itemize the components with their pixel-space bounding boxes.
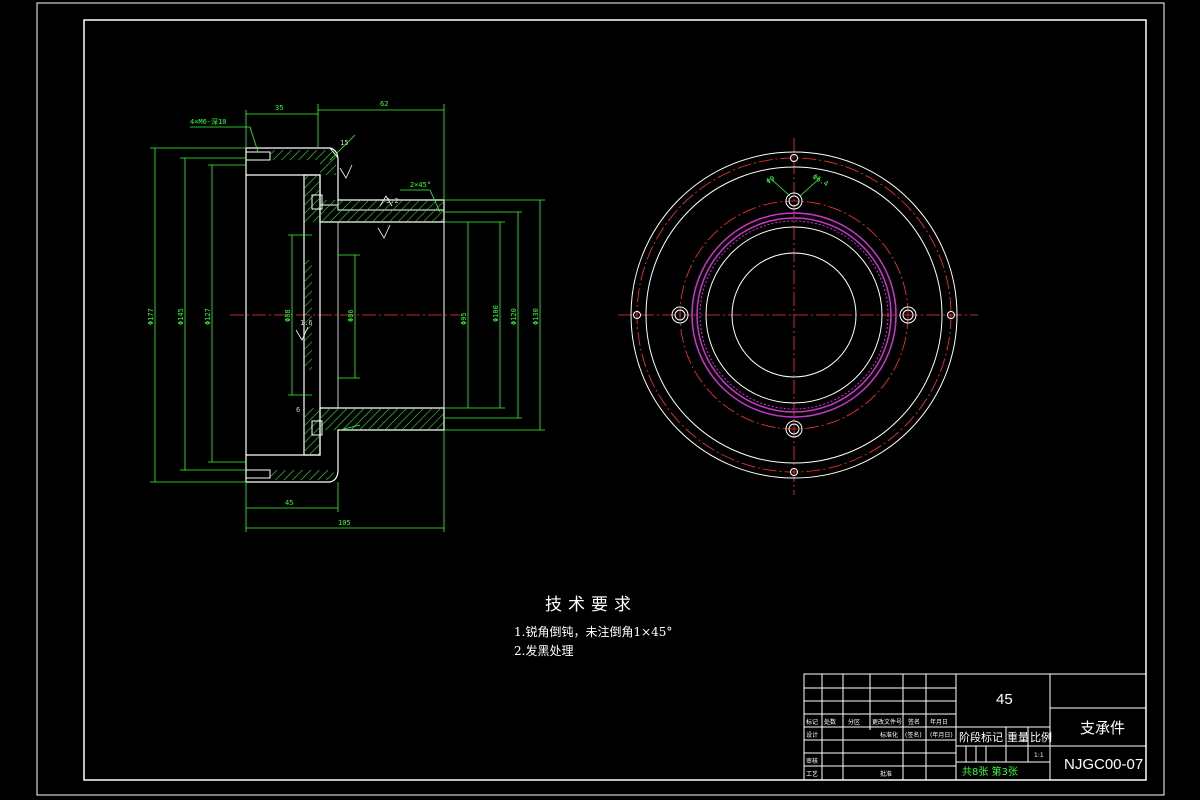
- tech-req-title: 技术要求: [545, 595, 637, 615]
- plan-view: Φ9 Φ6.4: [618, 138, 978, 495]
- hdr-count: 处数: [824, 718, 836, 726]
- dim-d95: Φ95: [460, 312, 468, 325]
- thread-circle-outer: [691, 212, 897, 418]
- hdr-mark: 标记: [806, 718, 818, 726]
- stage-mark: 阶段标记: [959, 730, 1003, 744]
- dim-d88: Φ88: [284, 309, 292, 322]
- dim-d127: Φ127: [204, 308, 212, 325]
- dim-105: 105: [338, 519, 351, 527]
- hdr-zone: 分区: [848, 718, 860, 726]
- slope-label: 15: [340, 139, 348, 147]
- hole-callout: 4×M6-深10: [190, 117, 227, 126]
- lbl-design: 设计: [806, 731, 818, 739]
- roughness-2: 1.6: [300, 319, 313, 327]
- ratio-label: 比例: [1030, 730, 1052, 744]
- outer-circle: [630, 151, 958, 479]
- dim-35: 35: [275, 104, 283, 112]
- bolt-circle-inner: [679, 200, 909, 430]
- plan-label-1: Φ9: [765, 175, 776, 186]
- bolt-circle-outer: [636, 157, 952, 473]
- hdr-sign: 签名: [908, 718, 920, 726]
- plan-label-2: Φ6.4: [811, 173, 830, 188]
- dim-d86: Φ86: [347, 309, 355, 322]
- dim-62: 62: [380, 100, 388, 108]
- bore-circle-1: [705, 226, 883, 404]
- chamfer-callout: 2×45°: [410, 181, 431, 189]
- lbl-process: 工艺: [806, 770, 818, 778]
- dim-d177: Φ177: [147, 308, 155, 325]
- title-block-text: 标记 处数 分区 更改文件号 签名 年月日 设计 标准化 (签名) (年月日) …: [806, 691, 1143, 778]
- inner-frame: [83, 19, 1147, 781]
- technical-requirements: 技术要求 1.锐角倒钝，未注倒角1×45° 2.发黑处理: [514, 595, 672, 658]
- hdr-change-doc: 更改文件号: [872, 718, 902, 726]
- tech-req-item-2: 2.发黑处理: [514, 643, 573, 658]
- hdr-date: 年月日: [930, 718, 948, 726]
- dim-d145: Φ145: [177, 308, 185, 325]
- lbl-sign: (签名): [905, 731, 922, 739]
- dim-d120: Φ120: [510, 308, 518, 325]
- bore-circle-2: [731, 252, 857, 378]
- lbl-date: (年月日): [930, 731, 953, 739]
- weight-label: 重量: [1007, 730, 1029, 744]
- thread-hole-bottom: [245, 469, 271, 479]
- title-block: [803, 673, 1147, 781]
- lbl-standardize: 标准化: [880, 731, 898, 739]
- dim-d130: Φ130: [532, 308, 540, 325]
- outer-border: [36, 2, 1165, 796]
- dim-d100: Φ100: [492, 305, 500, 322]
- sheet-info: 共8张 第3张: [962, 765, 1018, 778]
- scale-value: 1:1: [1034, 752, 1044, 759]
- section-view: 35 62 45 105 4×M6-深10 2×45° 15 3.2 1.6 6…: [147, 100, 545, 532]
- lbl-approve: 批准: [880, 770, 892, 778]
- lbl-check: 审核: [806, 757, 818, 765]
- part-name: 支承件: [1080, 720, 1125, 737]
- dim-6: 6: [296, 406, 300, 414]
- roughness-1: 3.2: [386, 197, 399, 205]
- material: 45: [996, 691, 1013, 708]
- dim-45: 45: [285, 499, 293, 507]
- tech-req-item-1: 1.锐角倒钝，未注倒角1×45°: [514, 624, 672, 639]
- thread-hole-top: [245, 151, 271, 161]
- drawing-number: NJGC00-07: [1064, 756, 1143, 773]
